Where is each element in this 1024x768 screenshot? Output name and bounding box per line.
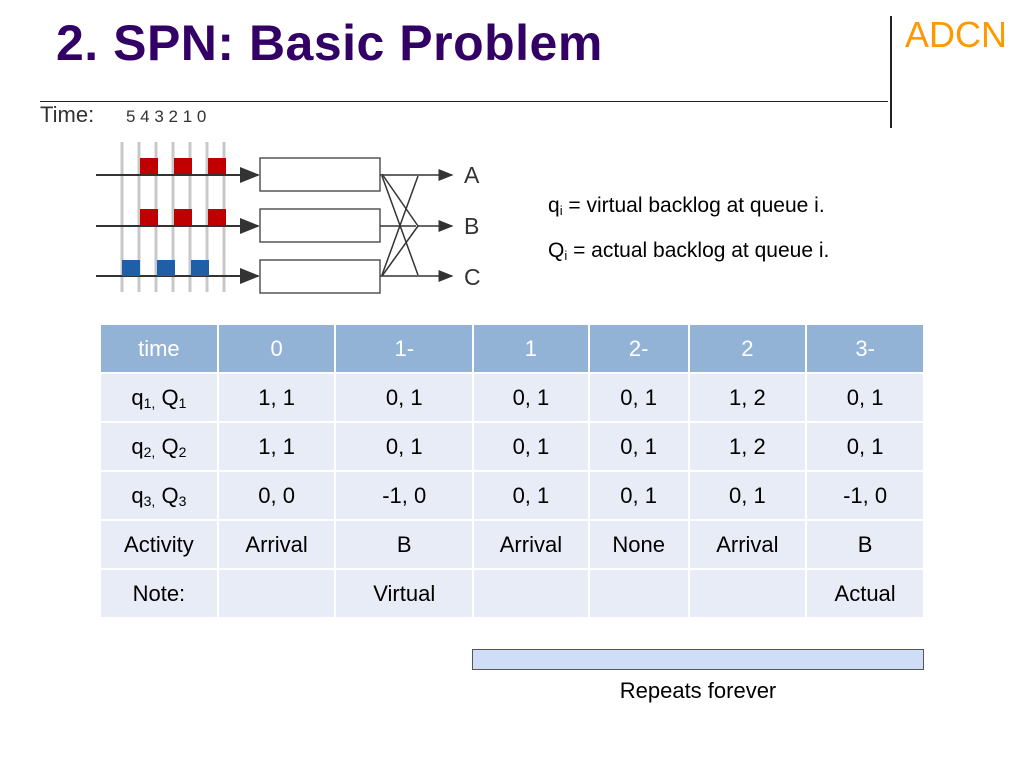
- time-ticks: 5 4 3 2 1 0: [126, 107, 206, 126]
- title-divider-horizontal: [40, 101, 888, 102]
- output-label-b: B: [464, 213, 479, 239]
- definition-virtual-backlog: qi = virtual backlog at queue i.: [548, 194, 825, 218]
- header-cell: 3-: [805, 323, 925, 374]
- table-row-activity: Activity Arrival B Arrival None Arrival …: [99, 519, 925, 570]
- table-cell: B: [334, 519, 475, 570]
- table-cell: 1, 1: [216, 421, 337, 472]
- header-cell: 2: [687, 323, 808, 374]
- table-cell: 0, 1: [587, 372, 690, 423]
- row-label: q1, Q1: [99, 372, 219, 423]
- table-cell: 1, 1: [216, 372, 337, 423]
- table-cell: 0, 1: [334, 421, 475, 472]
- header-cell: time: [99, 323, 219, 374]
- table-cell: Arrival: [216, 519, 337, 570]
- table-cell: -1, 0: [334, 470, 475, 521]
- row-label: Activity: [99, 519, 219, 570]
- table-cell: 0, 1: [587, 470, 690, 521]
- backlog-table: time 0 1- 1 2- 2 3- q1, Q1 1, 1 0, 1 0, …: [99, 323, 925, 619]
- output-label-c: C: [464, 264, 481, 290]
- table-header-row: time 0 1- 1 2- 2 3-: [99, 323, 925, 374]
- table-cell: B: [805, 519, 925, 570]
- table-cell: [587, 568, 690, 619]
- table-row-note: Note: Virtual Actual: [99, 568, 925, 619]
- packets-a: [140, 158, 226, 174]
- table-cell: Actual: [805, 568, 925, 619]
- output-label-a: A: [464, 162, 480, 188]
- queue-c: [259, 259, 381, 294]
- definitions: qi = virtual backlog at queue i. Qi = ac…: [548, 186, 829, 276]
- table-cell: 0, 1: [805, 421, 925, 472]
- brand-label: ADCN: [905, 14, 1008, 55]
- table-cell: 0, 1: [472, 372, 590, 423]
- slide-title: 2. SPN: Basic Problem: [56, 15, 603, 71]
- definition-actual-backlog: Qi = actual backlog at queue i.: [548, 239, 830, 263]
- header-cell: 1: [472, 323, 590, 374]
- table-cell: Arrival: [472, 519, 590, 570]
- table-cell: [472, 568, 590, 619]
- row-label: Note:: [99, 568, 219, 619]
- table-row: q2, Q2 1, 1 0, 1 0, 1 0, 1 1, 2 0, 1: [99, 421, 925, 472]
- table-row: q1, Q1 1, 1 0, 1 0, 1 0, 1 1, 2 0, 1: [99, 372, 925, 423]
- table-cell: None: [587, 519, 690, 570]
- repeat-bar: [472, 649, 924, 670]
- table-cell: -1, 0: [805, 470, 925, 521]
- packets-c: [122, 260, 209, 276]
- queue-b: [259, 208, 381, 243]
- table-cell: 0, 1: [472, 421, 590, 472]
- table-row: q3, Q3 0, 0 -1, 0 0, 1 0, 1 0, 1 -1, 0: [99, 470, 925, 521]
- table-cell: 0, 1: [472, 470, 590, 521]
- table-cell: [216, 568, 337, 619]
- table-cell: 0, 0: [216, 470, 337, 521]
- table-cell: 0, 1: [334, 372, 475, 423]
- time-label: Time:: [40, 102, 94, 127]
- table-cell: Arrival: [687, 519, 808, 570]
- header-cell: 2-: [587, 323, 690, 374]
- header-cell: 1-: [334, 323, 475, 374]
- header-cell: 0: [216, 323, 337, 374]
- queue-a: [259, 157, 381, 192]
- title-divider-vertical: [890, 16, 892, 128]
- table-cell: 1, 2: [687, 372, 808, 423]
- row-label: q2, Q2: [99, 421, 219, 472]
- table-cell: Virtual: [334, 568, 475, 619]
- repeat-label: Repeats forever: [619, 678, 777, 703]
- queue-diagram: Time: 5 4 3 2 1 0: [40, 102, 481, 294]
- table-cell: 0, 1: [805, 372, 925, 423]
- table-cell: 1, 2: [687, 421, 808, 472]
- packets-b: [140, 209, 226, 225]
- row-label: q3, Q3: [99, 470, 219, 521]
- table-cell: 0, 1: [687, 470, 808, 521]
- table-cell: [687, 568, 808, 619]
- table-cell: 0, 1: [587, 421, 690, 472]
